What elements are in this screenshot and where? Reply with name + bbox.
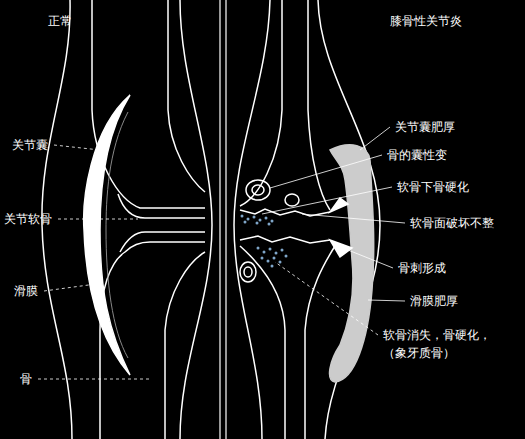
panel-divider <box>220 0 226 439</box>
normal-knee <box>42 0 212 439</box>
part-label: 滑膜 <box>14 282 38 300</box>
part-label: 关节囊 <box>12 136 48 154</box>
panel-heading: 膝骨性关节炎 <box>390 12 462 30</box>
leader-lines <box>38 127 405 379</box>
part-label: 关节软骨 <box>4 210 52 228</box>
sclerosis-dots <box>241 215 288 268</box>
part-label: 关节囊肥厚 <box>395 118 455 136</box>
part-label: 骨刺形成 <box>398 259 446 277</box>
panel-heading: 正常 <box>48 12 72 30</box>
part-label: 软骨面破坏不整 <box>410 214 494 232</box>
part-label: 软骨下骨硬化 <box>397 178 469 196</box>
part-label: 骨的囊性变 <box>387 146 447 164</box>
part-label: 软骨消失，骨硬化， （象牙质骨） <box>383 326 505 362</box>
osteoarthritis-knee <box>234 0 380 439</box>
part-label: 滑膜肥厚 <box>410 292 458 310</box>
part-label: 骨 <box>20 370 32 388</box>
